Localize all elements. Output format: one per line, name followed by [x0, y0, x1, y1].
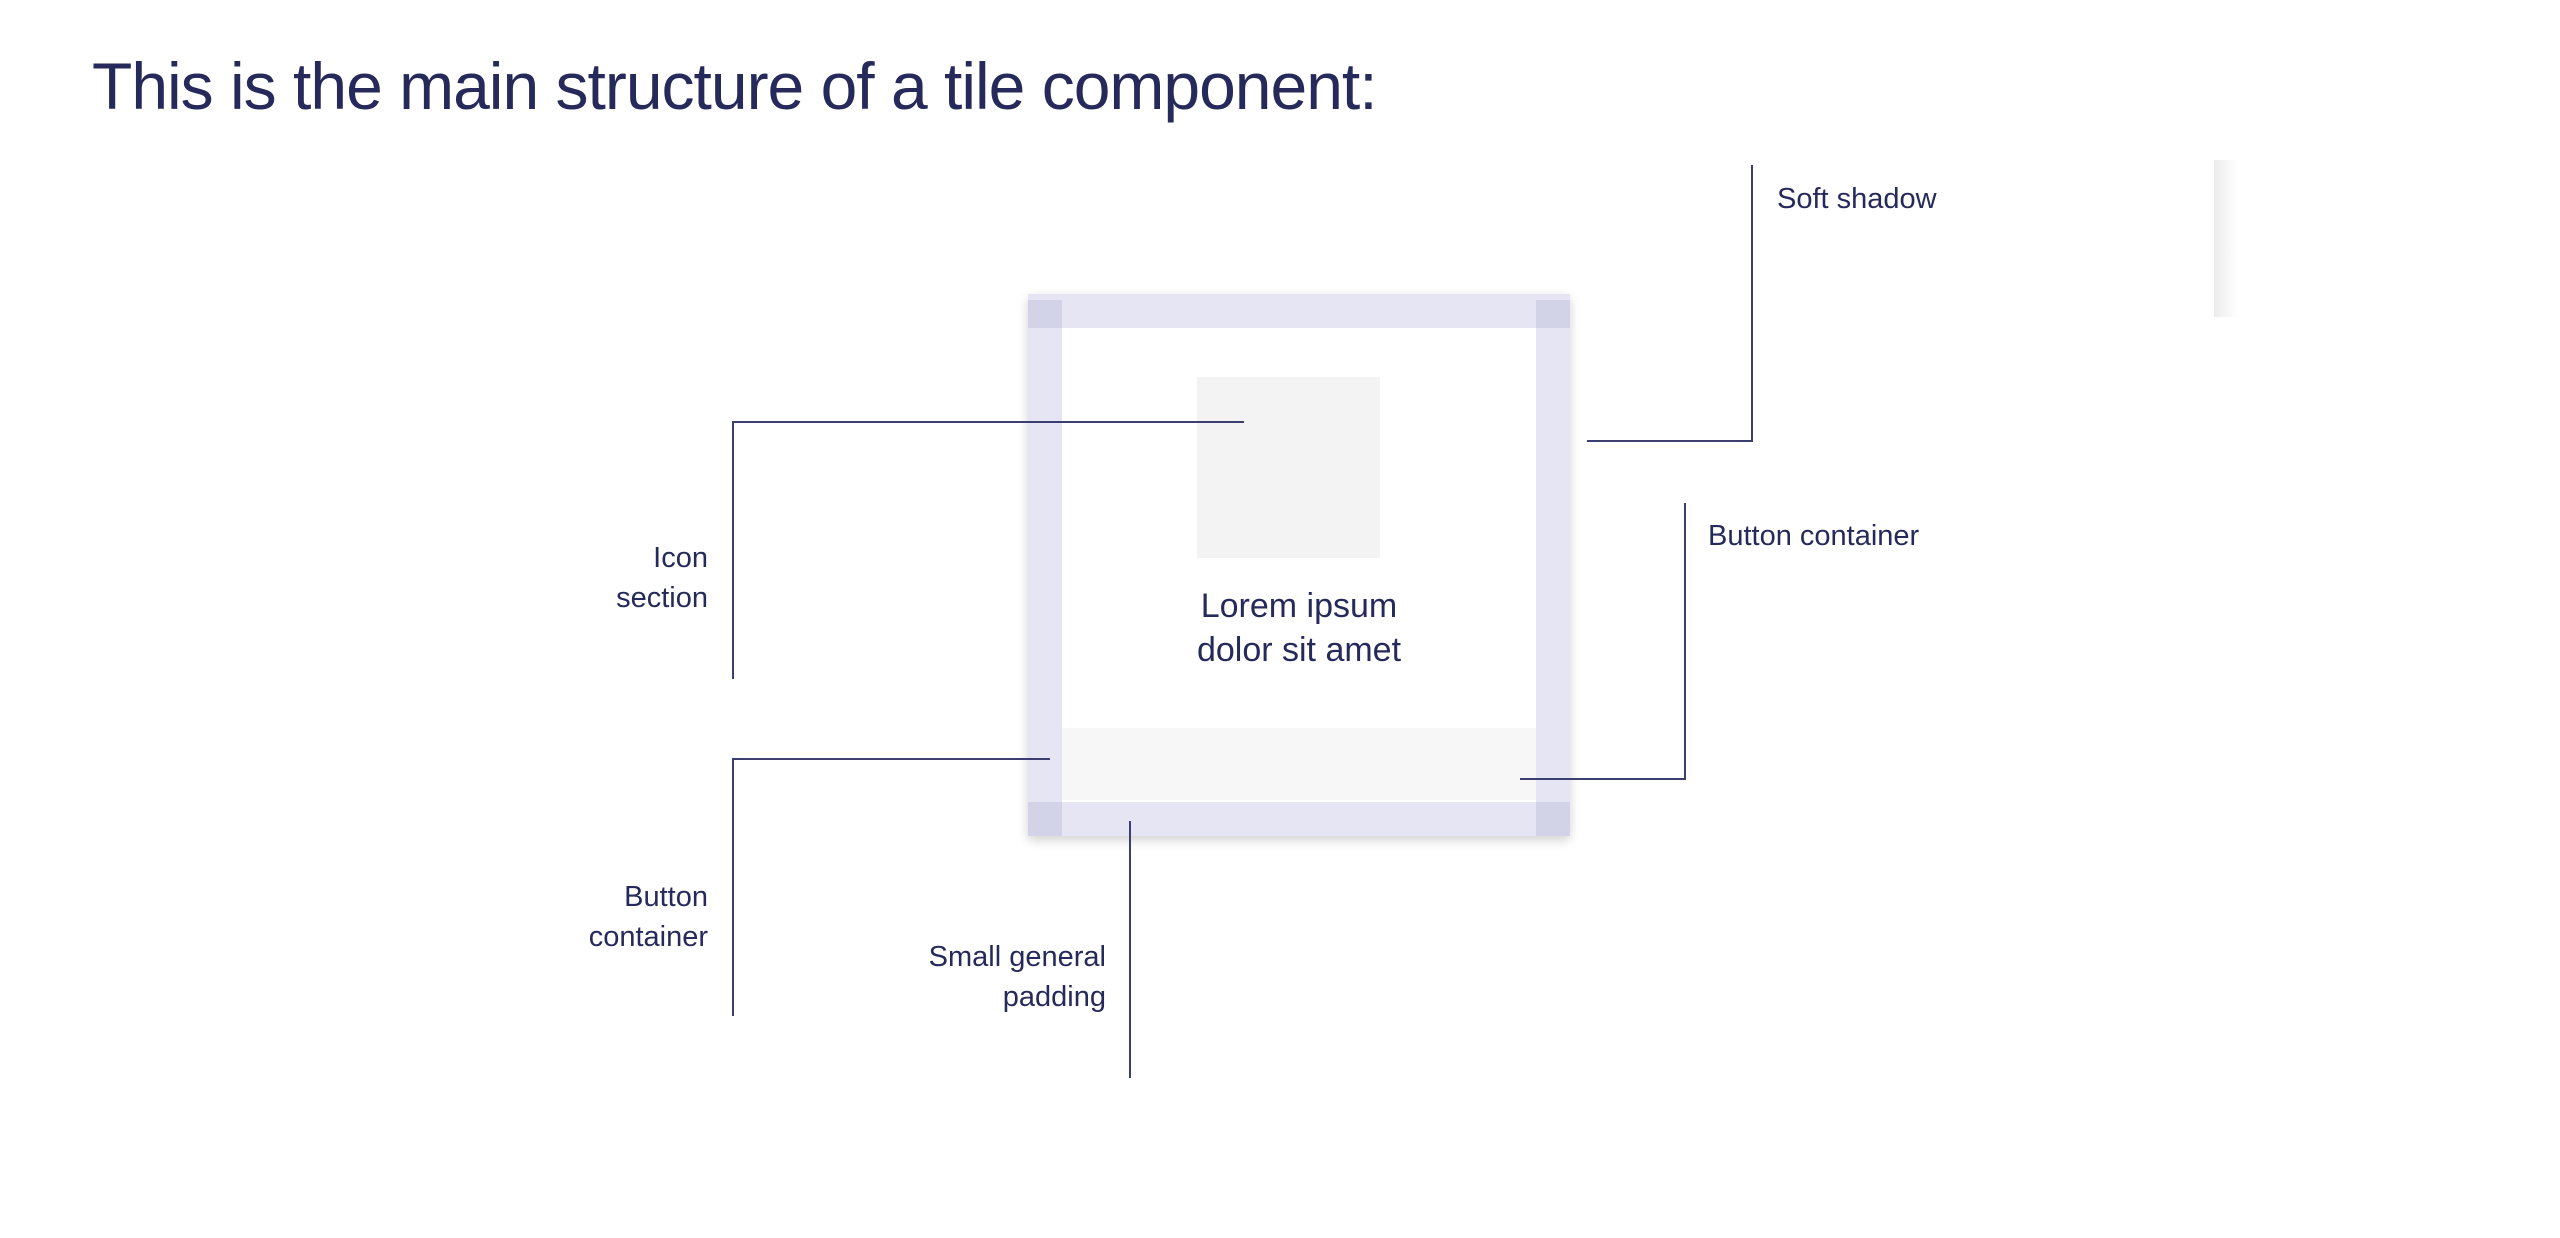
tile-component: Lorem ipsum dolor sit amet — [1028, 294, 1570, 836]
leader-line — [1520, 778, 1686, 780]
leader-line — [1751, 165, 1753, 442]
padding-band-top — [1028, 294, 1570, 328]
leader-line — [732, 758, 734, 1016]
annotation-small-general-padding: Small general padding — [929, 937, 1106, 1017]
page-title: This is the main structure of a tile com… — [92, 49, 1378, 123]
annotation-line: padding — [1002, 981, 1106, 1013]
padding-band-right — [1536, 294, 1570, 836]
icon-placeholder — [1197, 377, 1380, 558]
padding-corner — [1028, 300, 1062, 328]
leader-line — [1684, 503, 1686, 780]
tile-label: Lorem ipsum dolor sit amet — [1062, 584, 1536, 672]
annotation-icon-section: Icon section — [616, 538, 708, 618]
padding-band-left — [1028, 294, 1062, 836]
annotation-button-container: Button container — [589, 877, 708, 957]
leader-line — [1587, 440, 1753, 442]
padding-band-bottom — [1028, 802, 1570, 836]
annotation-line: Button — [624, 881, 708, 913]
annotation-line: section — [616, 582, 708, 614]
leader-line — [732, 758, 1050, 760]
annotation-soft-shadow: Soft shadow — [1777, 183, 1937, 215]
annotation-line: container — [588, 921, 708, 953]
leader-line — [732, 421, 734, 679]
button-container — [1062, 728, 1536, 800]
shadow-swatch — [2214, 160, 2238, 317]
padding-corner — [1536, 300, 1570, 328]
annotation-button-container-right: Button container — [1708, 520, 1920, 552]
tile-label-line: Lorem ipsum — [1200, 587, 1398, 625]
annotation-line: Icon — [653, 542, 708, 574]
leader-line — [732, 421, 1244, 423]
padding-corner — [1536, 802, 1570, 836]
annotation-line: Small general — [928, 941, 1106, 973]
tile-label-line: dolor sit amet — [1196, 631, 1402, 669]
leader-line — [1129, 821, 1131, 1078]
padding-corner — [1028, 802, 1062, 836]
